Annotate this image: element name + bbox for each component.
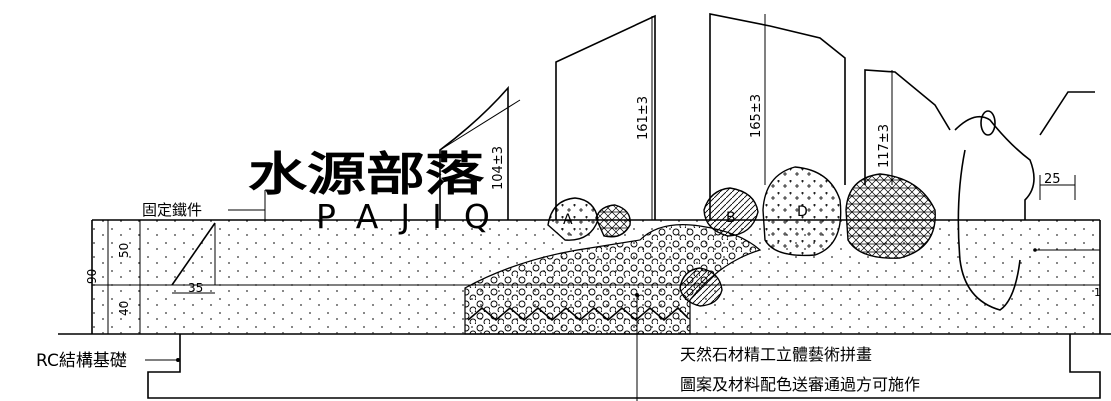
- dim-chamfer: 35: [188, 281, 203, 295]
- dim-base-lower: 40: [117, 301, 131, 316]
- dim-offset: 25: [1044, 172, 1061, 187]
- stone-panel-2: [555, 14, 656, 220]
- note-line-2: 圖案及材料配色送審通過方可施作: [680, 375, 920, 394]
- label-rc-foundation: RC結構基礎: [36, 351, 127, 371]
- dim-right-edge: 1: [1094, 286, 1101, 299]
- rc-foundation: [147, 334, 1101, 399]
- pebble-mass: [464, 224, 762, 335]
- marker-a: A: [563, 212, 573, 228]
- boulders: [547, 166, 936, 307]
- stone-panel-4: [864, 69, 951, 185]
- dim-base-total: 90: [85, 269, 99, 284]
- stone-panel-3: [709, 13, 846, 220]
- figure-sculpture: [954, 91, 1095, 311]
- dim-stone-4: 117±3: [877, 124, 892, 168]
- label-fixing-iron: 固定鐵件: [142, 201, 202, 219]
- dim-base-upper: 50: [117, 243, 131, 258]
- dim-stone-1: 104±3: [491, 146, 506, 190]
- dimension-lines: [107, 14, 1100, 401]
- marker-d: D: [797, 204, 808, 220]
- dim-stone-3: 165±3: [749, 94, 764, 138]
- note-line-1: 天然石材精工立體藝術拼畫: [680, 345, 872, 364]
- marker-b: B: [726, 210, 736, 226]
- sign-title-en: PAJIQ: [316, 197, 512, 236]
- dim-stone-2: 161±3: [636, 96, 651, 140]
- sign-title-cn: 水源部落: [248, 147, 485, 201]
